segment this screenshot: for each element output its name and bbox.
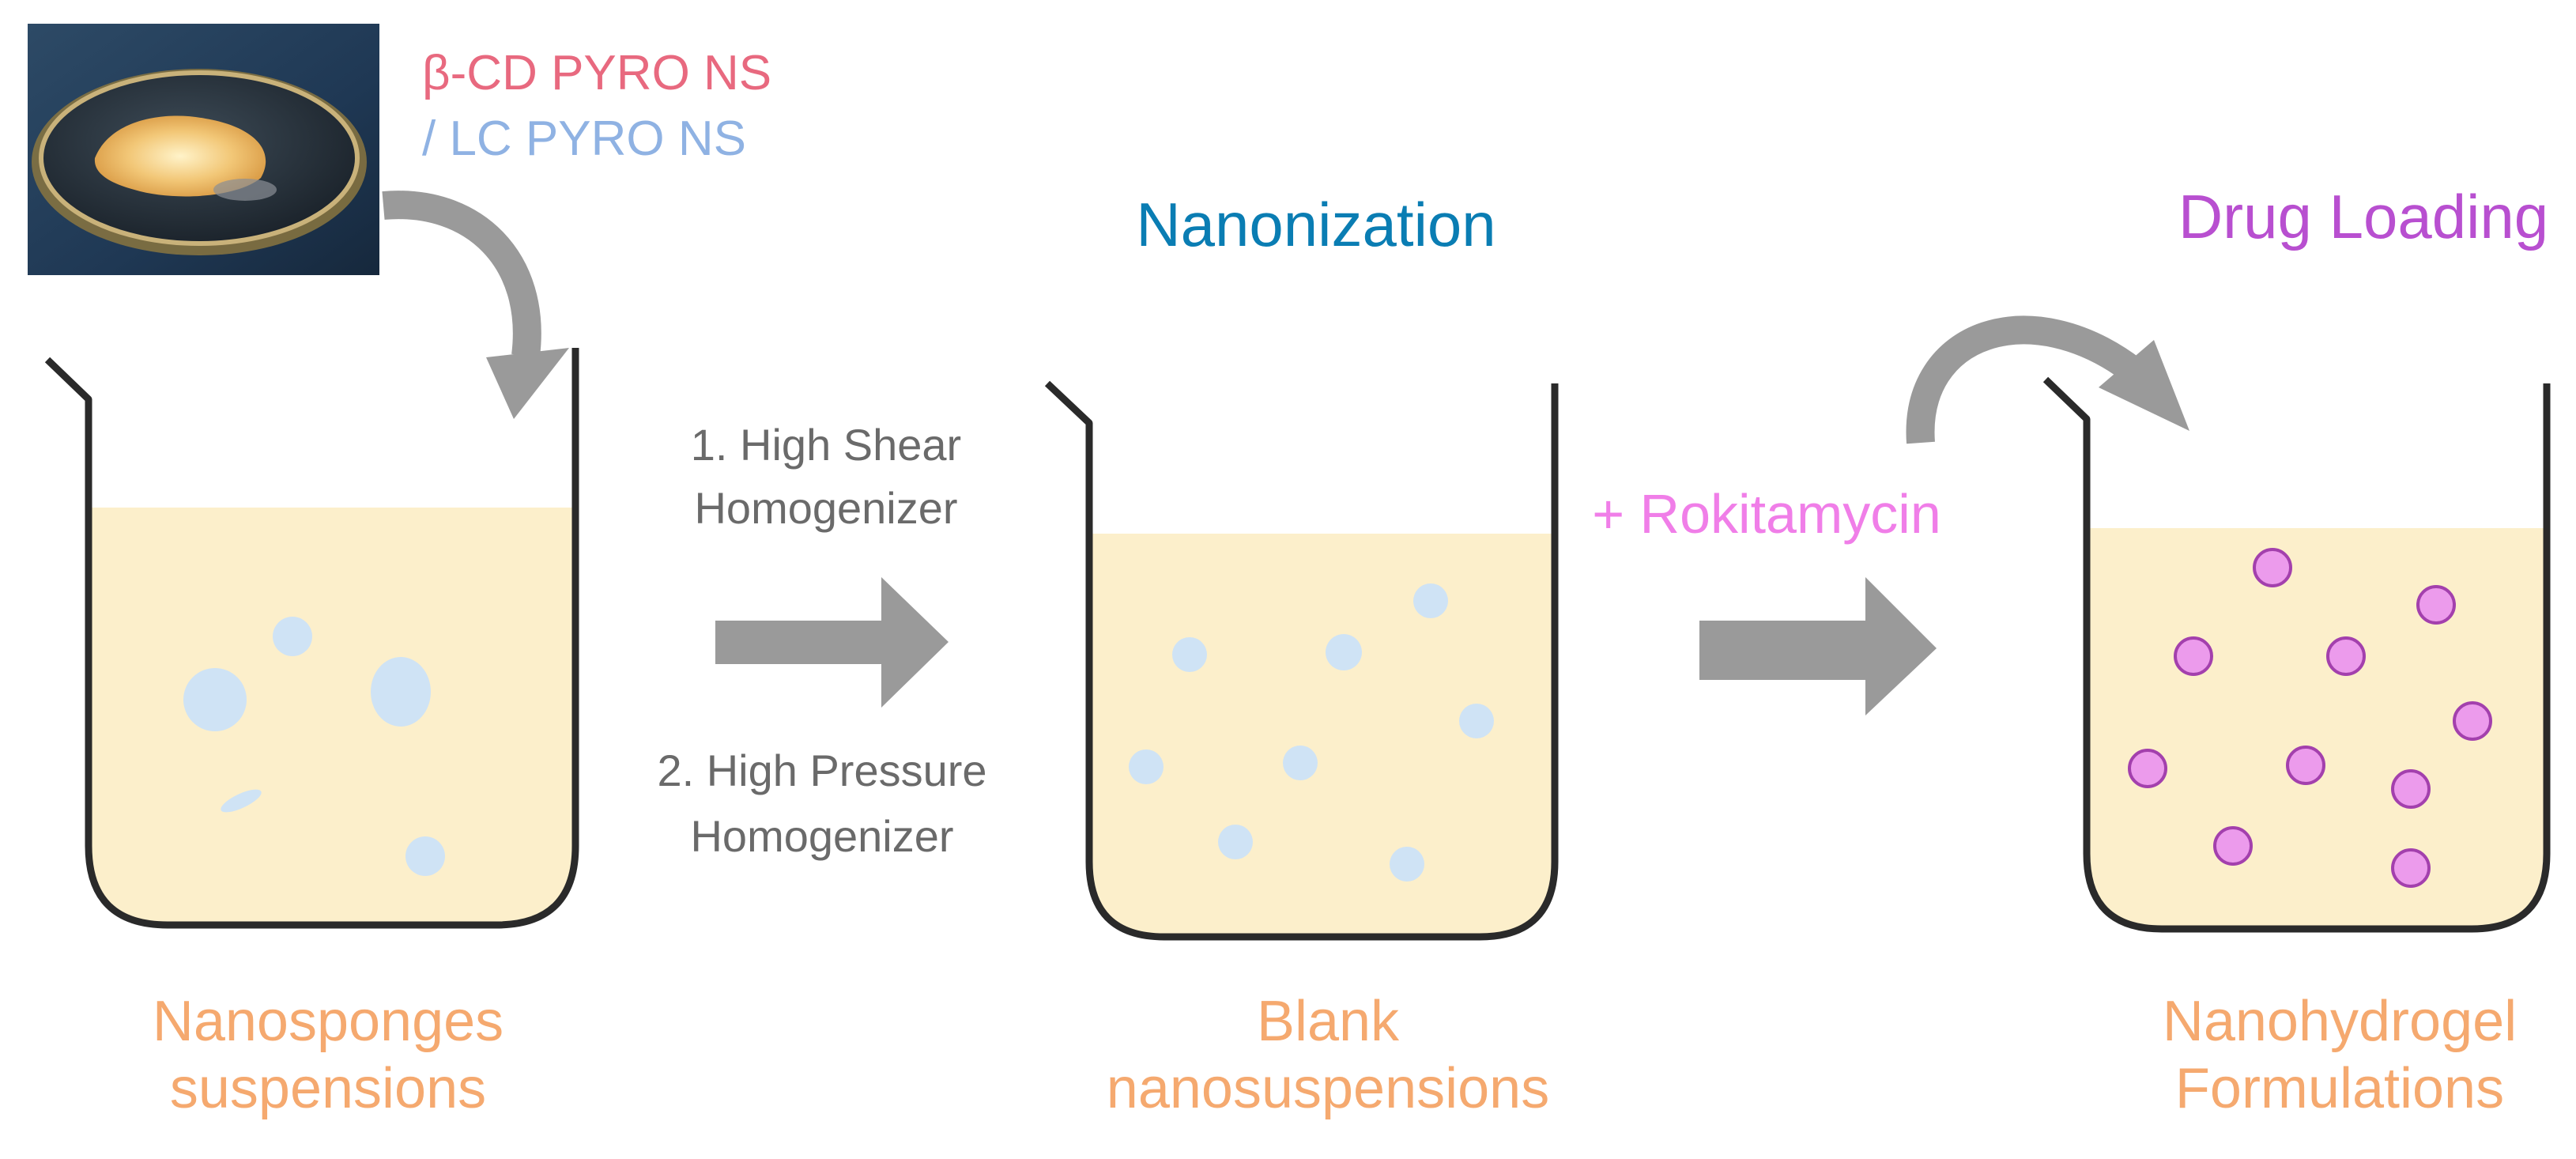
- caption-nanohydrogel: Nanohydrogel Formulations: [2163, 988, 2517, 1123]
- step-2-label: 2. High Pressure: [657, 746, 987, 795]
- heading-drug-loading: Drug Loading: [2178, 182, 2549, 251]
- particle: [1459, 704, 1494, 738]
- particle: [1283, 746, 1318, 780]
- drug-particle: [2286, 746, 2325, 785]
- drug-particle: [2391, 769, 2431, 809]
- sample-photo: [28, 24, 379, 275]
- drug-particle: [2453, 701, 2492, 741]
- caption-line: Blank: [1256, 990, 1400, 1053]
- particle: [273, 617, 312, 656]
- particle: [1413, 583, 1448, 618]
- step-1-label: 1. High Shear: [690, 420, 962, 470]
- particle: [183, 668, 247, 731]
- caption-line: Formulations: [2174, 1056, 2505, 1120]
- beaker-nanohydrogel: [2042, 376, 2551, 933]
- drug-particle: [2128, 749, 2167, 788]
- drug-particle: [2326, 636, 2366, 676]
- heading-nanonization: Nanonization: [1136, 190, 1496, 259]
- caption-line: Nanosponges: [152, 990, 504, 1053]
- particle: [1390, 847, 1424, 882]
- right-arrow-icon: [715, 577, 949, 708]
- step-1-sublabel: Homogenizer: [694, 483, 958, 533]
- caption-line: Nanohydrogel: [2162, 990, 2518, 1053]
- beaker-blank: [1044, 380, 1559, 941]
- particle: [371, 657, 431, 727]
- sample-label-lc: / LC PYRO NS: [422, 111, 746, 166]
- sample-label-bcd: β-CD PYRO NS: [422, 46, 772, 100]
- particle: [405, 836, 445, 876]
- drug-particle: [2174, 636, 2213, 676]
- step-2-sublabel: Homogenizer: [690, 811, 954, 861]
- caption-line: nanosuspensions: [1106, 1056, 1550, 1120]
- caption-blank: Blank nanosuspensions: [1107, 988, 1549, 1123]
- particle: [1172, 637, 1207, 672]
- reagent-label: + Rokitamycin: [1592, 483, 1941, 545]
- particle: [1218, 825, 1253, 859]
- caption-line: suspensions: [169, 1056, 487, 1120]
- curved-arrow-icon: [382, 191, 569, 419]
- right-arrow-icon: [1699, 577, 1937, 715]
- caption-nanosponges: Nanosponges suspensions: [153, 988, 504, 1123]
- particle: [1129, 749, 1164, 784]
- drug-particle: [2213, 826, 2253, 866]
- particle: [221, 789, 262, 813]
- beaker-nanosponges: [44, 348, 579, 929]
- drug-particle: [2416, 585, 2456, 625]
- particle: [1326, 634, 1362, 670]
- drug-particle: [2253, 548, 2292, 587]
- drug-particle: [2391, 848, 2431, 888]
- curved-arrow-icon: [1906, 315, 2189, 444]
